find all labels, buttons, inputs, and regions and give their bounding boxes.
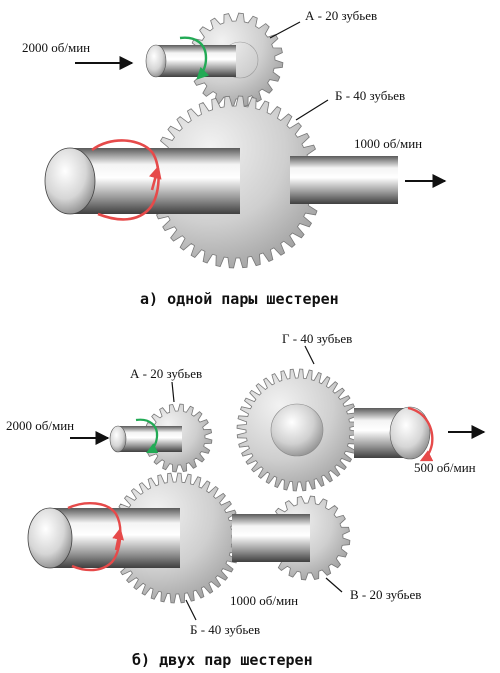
rotation-arrow-green-a <box>179 36 210 80</box>
gear-g-hub <box>270 403 324 457</box>
gear-g-large <box>236 368 360 492</box>
rotation-arrow-red-g <box>407 406 434 462</box>
rotation-arrow-red-a <box>91 139 159 221</box>
leader-gear-a-b <box>171 381 175 403</box>
gear-b-label-a: Б - 40 зубьев <box>335 88 405 103</box>
leader-gear-g <box>304 345 315 365</box>
output-speed-label-a: 1000 об/мин <box>354 136 422 151</box>
caption-a: а) одной пары шестерен <box>140 290 339 308</box>
input-speed-label-a: 2000 об/мин <box>22 40 90 55</box>
shaft-a-input-b <box>109 425 182 453</box>
rotation-arrow-red-b <box>67 502 120 572</box>
gear-a-label-b: А - 20 зубьев <box>130 366 202 381</box>
gear-a-label-a: А - 20 зубьев <box>305 8 377 23</box>
leader-gear-v <box>325 577 343 593</box>
leader-gear-a-a <box>269 21 301 39</box>
shaft-bv-middle <box>232 514 310 562</box>
leader-gear-b-b <box>185 599 197 621</box>
shaft-b-left-b <box>27 507 180 569</box>
output-speed-label-b: 500 об/мин <box>414 460 476 475</box>
shaft-b-output <box>290 156 398 204</box>
diagram-a: 2000 об/мин А - 20 зубьев Б - <box>22 8 447 308</box>
shaft-b-left <box>44 147 240 215</box>
gear-v-label: В - 20 зубьев <box>350 587 421 602</box>
middle-speed-label-b: 1000 об/мин <box>230 593 298 608</box>
gear-b-label-b: Б - 40 зубьев <box>190 622 260 637</box>
input-speed-label-b: 2000 об/мин <box>6 418 74 433</box>
caption-b: б) двух пар шестерен <box>132 651 313 669</box>
shaft-a-input <box>145 44 236 78</box>
rotation-arrow-green-b <box>135 418 159 453</box>
gear-g-label: Г - 40 зубьев <box>282 331 352 346</box>
leader-gear-b-a <box>295 99 329 121</box>
diagram-b: 2000 об/мин А - 20 зубьев Г - 40 зубьев … <box>6 331 486 669</box>
shaft-g-output <box>354 406 431 460</box>
